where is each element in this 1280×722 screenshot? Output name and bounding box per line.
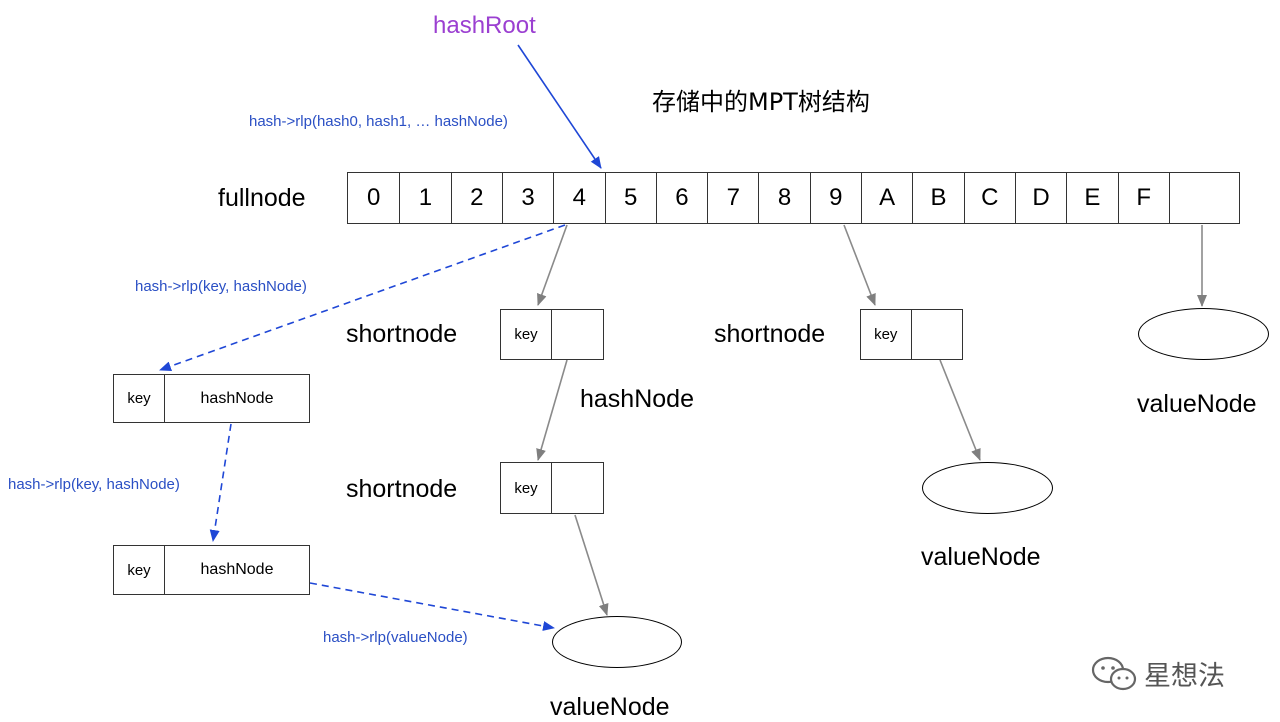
tree-arrow-5	[939, 359, 981, 461]
hashnode-box-2: key hashNode	[113, 545, 310, 595]
fullnode-slot-c: C	[963, 173, 1015, 223]
hashnode-box-1: key hashNode	[113, 374, 310, 423]
shortnode-key: key	[861, 310, 912, 359]
fullnode-slot-8: 8	[758, 173, 809, 223]
fullnode-slot-d: D	[1014, 173, 1066, 223]
fullnode-slot-0: 0	[366, 184, 381, 211]
fullnode-slot-b: B	[912, 173, 963, 223]
hashnode-label: hashNode	[580, 385, 694, 413]
fullnode-slot-3: 3	[501, 173, 553, 223]
fullnode-slot-a: A	[861, 173, 912, 223]
edge-label-hash1: hash->rlp(key, hashNode)	[135, 278, 307, 295]
diagram-title: 存储中的MPT树结构	[652, 88, 870, 116]
shortnode-label-3: shortnode	[714, 320, 826, 348]
valuenode-label-3: valueNode	[1137, 390, 1257, 418]
fullnode-slot-7: 7	[707, 173, 758, 223]
hashnode-key: key	[114, 375, 165, 422]
fullnode-slot-2: 2	[450, 173, 502, 223]
shortnode-key: key	[501, 310, 552, 359]
valuenode-oval-3	[1138, 308, 1269, 360]
shortnode-box-3: key	[860, 309, 963, 360]
fullnode-label: fullnode	[218, 184, 306, 212]
tree-arrow-2	[536, 359, 568, 461]
fullnode-slot-e: E	[1066, 173, 1117, 223]
hash-arrow-2	[209, 423, 232, 542]
shortnode-label-1: shortnode	[346, 320, 458, 348]
fullnode-slot-value	[1168, 173, 1241, 223]
fullnode-slot-4: 4	[553, 173, 604, 223]
root-edge-label: hash->rlp(hash0, hash1, … hashNode)	[249, 113, 508, 130]
edge-label-hash2: hash->rlp(key, hashNode)	[8, 476, 180, 493]
valuenode-label-2: valueNode	[921, 543, 1041, 571]
hash-root-label: hashRoot	[433, 12, 536, 39]
shortnode-key: key	[501, 463, 552, 513]
watermark: 星想法	[1090, 654, 1225, 693]
valuenode-label-1: valueNode	[550, 693, 670, 721]
tree-arrow-3	[574, 514, 609, 616]
shortnode-box-1: key	[500, 309, 604, 360]
fullnode-slot-1: 1	[399, 173, 450, 223]
hashnode-key: key	[114, 546, 165, 594]
hashnode-value: hashNode	[200, 561, 274, 578]
valuenode-oval-1	[552, 616, 682, 668]
hashnode-value: hashNode	[200, 389, 274, 407]
tree-arrow-1	[537, 224, 568, 306]
fullnode-slot-6: 6	[655, 173, 707, 223]
tree-arrow-4	[843, 224, 876, 306]
watermark-text: 星想法	[1144, 661, 1225, 692]
valuenode-oval-2	[922, 462, 1053, 514]
fullnode-slot-5: 5	[604, 173, 656, 223]
fullnode-slot-f: F	[1117, 173, 1169, 223]
root-arrow	[517, 44, 602, 169]
edge-label-value: hash->rlp(valueNode)	[323, 629, 468, 646]
hash-arrow-3	[309, 582, 555, 631]
wechat-icon	[1091, 656, 1137, 690]
shortnode-box-2: key	[500, 462, 604, 514]
shortnode-label-2: shortnode	[346, 475, 458, 503]
fullnode-slot-9: 9	[809, 173, 861, 223]
